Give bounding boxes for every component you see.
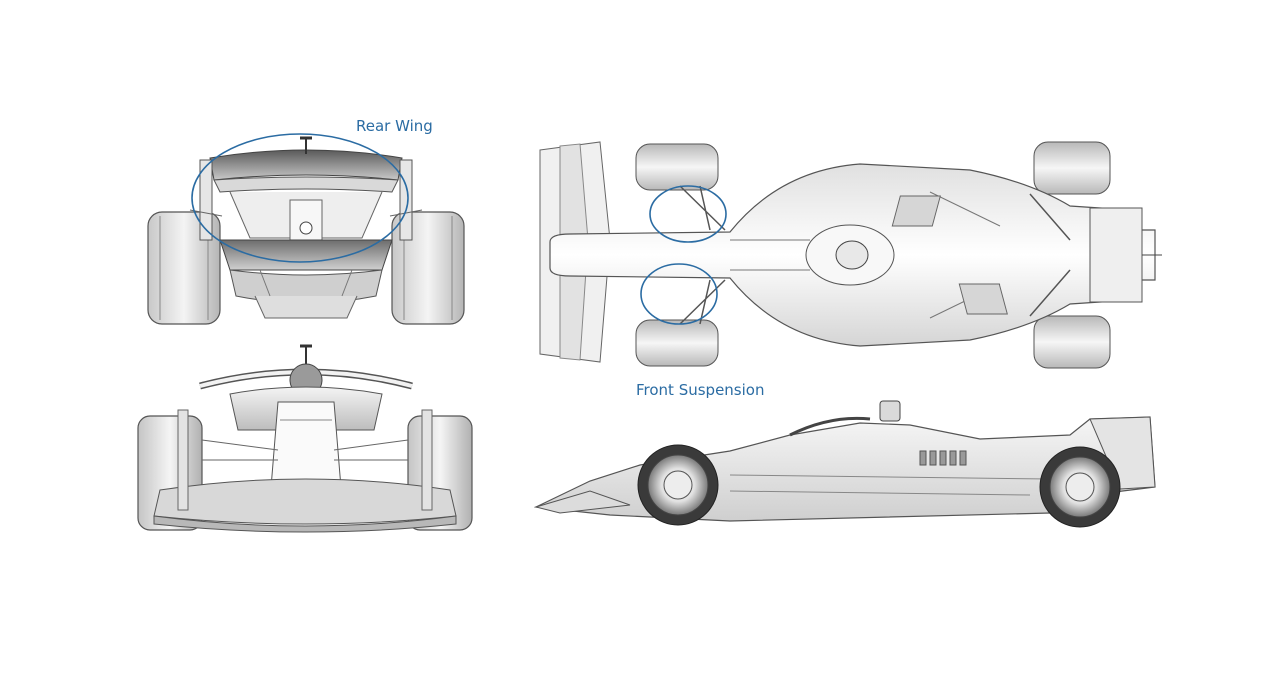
front-suspension-upper-ellipse <box>649 185 727 243</box>
side-view <box>533 400 1156 528</box>
top-view <box>539 141 1162 369</box>
rear-wing-label: Rear Wing <box>356 117 433 135</box>
rear-wing-body <box>189 136 423 319</box>
top-front-left-tyre <box>635 143 719 191</box>
top-rear-left-tyre <box>1033 141 1111 195</box>
top-front-right-tyre <box>635 319 719 367</box>
top-chassis <box>549 163 1162 347</box>
top-front-wing <box>539 141 611 363</box>
front-suspension-lower-ellipse <box>640 263 718 325</box>
front-body <box>153 344 457 533</box>
front-suspension-label: Front Suspension <box>636 381 765 399</box>
top-rear-right-tyre <box>1033 315 1111 369</box>
rear-view <box>147 133 465 325</box>
side-front-wheel <box>637 444 719 526</box>
front-view <box>137 344 473 533</box>
side-rear-wheel <box>1039 446 1121 528</box>
rear-wing-highlight-ellipse <box>191 133 409 263</box>
